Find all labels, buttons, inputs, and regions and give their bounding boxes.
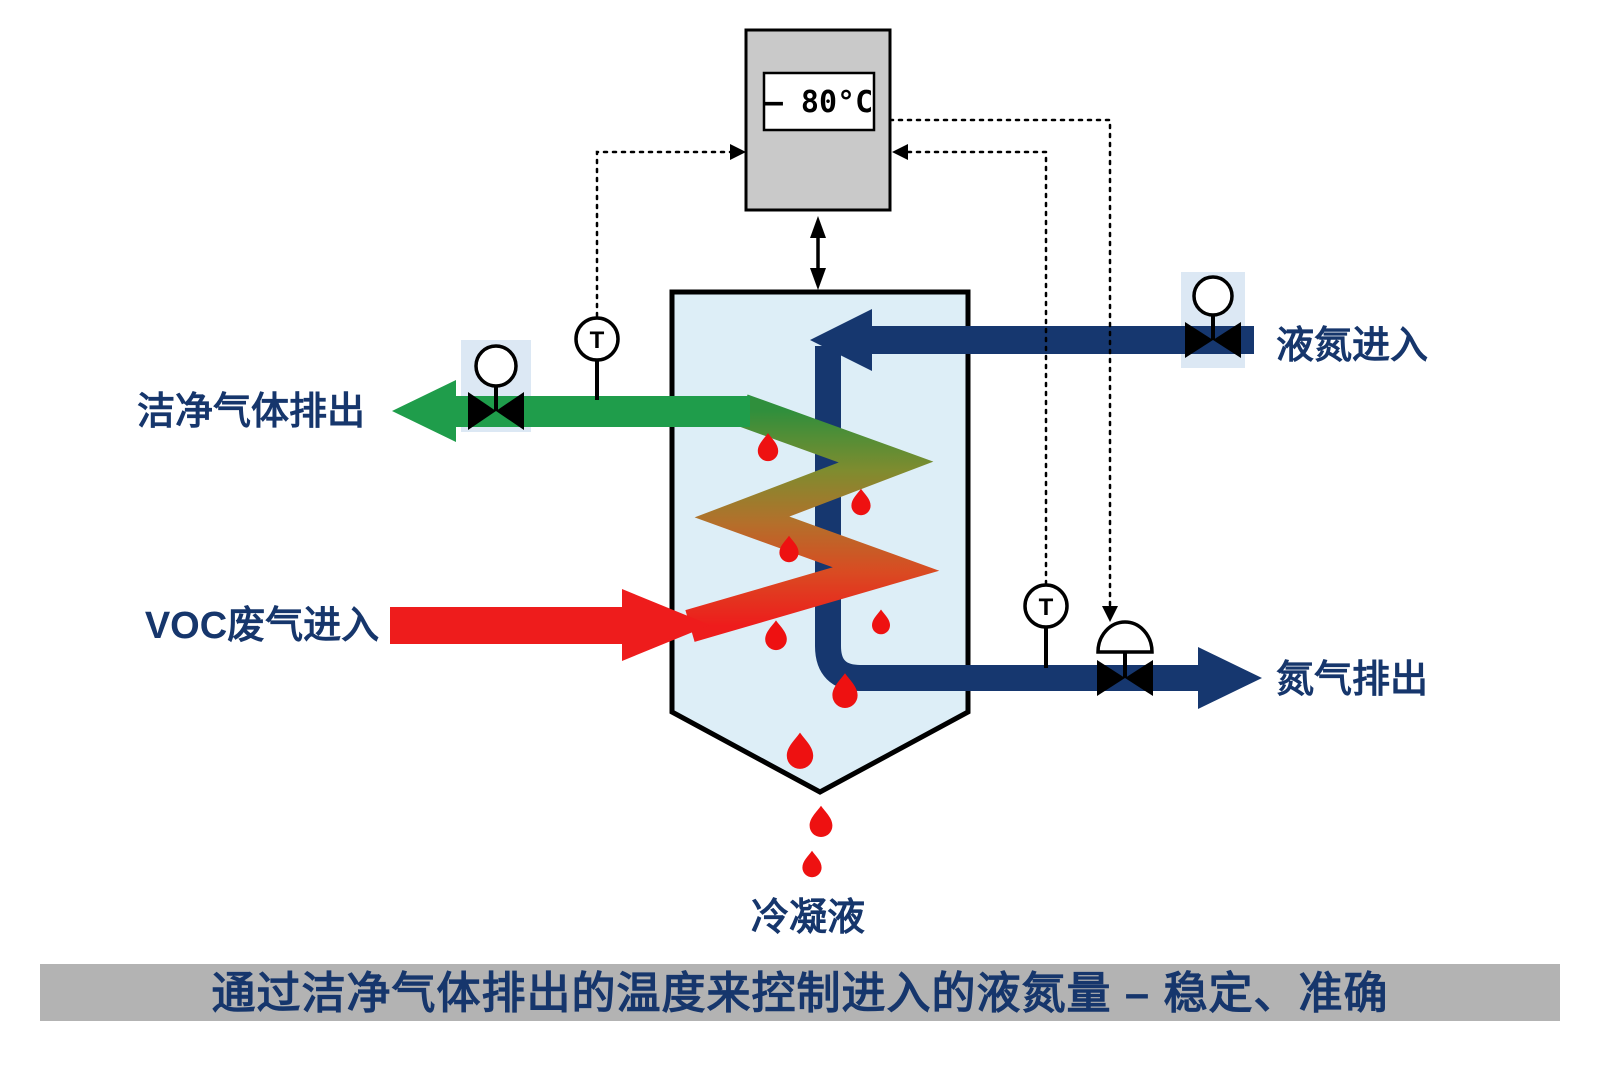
controller-setpoint-value: – 80°C [765,85,873,120]
signal-line-t1-to-controller [595,150,736,318]
clean-gas-valve [468,344,524,430]
temperature-controller: – 80°C [744,28,892,212]
banner-text: 通过洁净气体排出的温度来控制进入的液氮量 – 稳定、准确 [212,969,1389,1018]
caption-banner: 通过洁净气体排出的温度来控制进入的液氮量 – 稳定、准确 [40,964,1560,1021]
valve-body-right [1125,660,1153,696]
label-nitrogen-out: 氮气排出 [1276,659,1428,701]
control-signal-lines [595,118,1112,610]
valve-body-left [1097,660,1125,696]
condensate-droplet [802,850,822,878]
label-condensate: 冷凝液 [751,897,865,939]
signal-line-t2-to-controller [900,150,1048,586]
sensor-letter: T [590,327,605,354]
voc-inlet-arrowhead [622,589,710,661]
clean-gas-arrowhead [392,380,456,442]
valve-actuator-dome-icon [1096,620,1154,654]
valve-body-right [1213,322,1241,358]
signal-line-controller-to-valve [888,118,1112,610]
temperature-sensor-clean-gas: T [574,316,620,400]
controller-vessel-link [810,216,826,290]
signal-arrowhead-into-controller-right [892,144,908,160]
label-voc-in: VOC废气进入 [145,605,379,647]
banner-background [40,964,1560,1021]
nitrogen-control-valve [1096,620,1154,696]
liquid-nitrogen-valve [1185,275,1241,358]
valve-body-right [496,392,524,430]
signal-arrowhead-to-control-valve [1102,606,1118,622]
temperature-sensor-icon [574,316,620,362]
nitrogen-out-arrowhead [1198,647,1262,709]
arrow-up-icon [810,216,826,238]
voc-inlet-pipe [390,607,630,644]
condensate-droplet [809,805,833,838]
valve-handwheel-icon [1192,275,1234,317]
heat-exchange-coil [685,394,940,642]
controller-display [762,71,876,132]
arrow-down-icon [810,268,826,290]
label-clean-gas-out: 洁净气体排出 [137,391,365,433]
label-liquid-nitrogen-in: 液氮进入 [1276,325,1428,367]
temperature-sensor-nitrogen-out: T [1023,583,1069,668]
signal-arrowhead-into-controller-left [730,144,746,160]
liquid-nitrogen-inlet-arrowhead [810,309,872,371]
valve-body-left [468,392,496,430]
sensor-letter: T [1039,594,1054,621]
valve-body-left [1185,322,1213,358]
nitrogen-inner-pipe [815,346,1198,691]
valve-handwheel-icon [474,344,518,388]
